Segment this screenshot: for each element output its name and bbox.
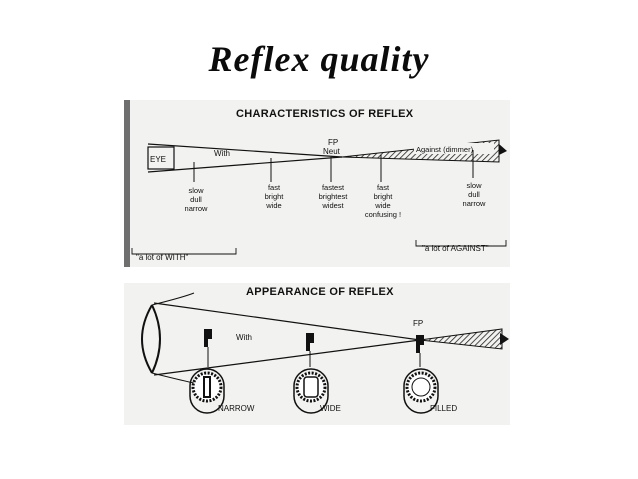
reflex-marker-2 — [306, 333, 314, 351]
pupil-narrow — [189, 368, 225, 414]
pupil-label-narrow: NARROW — [218, 404, 255, 413]
stage-1-line-1: slow — [188, 186, 204, 195]
eye-label: EYE — [150, 155, 166, 164]
stage-5-line-3: narrow — [463, 199, 487, 208]
against-wedge — [419, 328, 503, 350]
characteristics-diagram: CHARACTERISTICS OF REFLEX EYE With FP Ne… — [131, 108, 507, 262]
characteristics-panel: CHARACTERISTICS OF REFLEX EYE With FP Ne… — [124, 100, 510, 267]
reflex-marker-1 — [204, 329, 212, 347]
with-label: With — [236, 333, 252, 342]
appearance-panel: APPEARANCE OF REFLEX With FP — [124, 283, 510, 425]
stage-2-line-1: fast — [268, 183, 281, 192]
stage-3-line-2: brightest — [319, 192, 349, 201]
against-label: Against (dimmer) — [416, 145, 474, 154]
characteristics-heading: CHARACTERISTICS OF REFLEX — [236, 108, 414, 120]
note-a-lot-of-with: "a lot of WITH" — [136, 253, 189, 262]
pupil-filled — [403, 368, 439, 414]
against-label-bg — [414, 143, 494, 154]
lower-ray — [153, 339, 421, 376]
stage-3-line-3: widest — [321, 201, 344, 210]
stage-3-line-1: fastest — [322, 183, 345, 192]
neut-label: Neut — [323, 147, 341, 156]
stage-1-line-3: narrow — [185, 204, 209, 213]
stage-5-line-1: slow — [466, 181, 482, 190]
stage-2-line-3: wide — [265, 201, 281, 210]
stage-4-line-1: fast — [377, 183, 390, 192]
eye-outline — [141, 304, 153, 374]
fp-label: FP — [328, 138, 338, 147]
with-bracket — [131, 248, 237, 255]
stage-1-line-2: dull — [190, 195, 202, 204]
stage-2-line-2: bright — [265, 192, 285, 201]
lens-outline — [151, 304, 161, 374]
pupil-label-wide: WIDE — [320, 404, 341, 413]
appearance-heading: APPEARANCE OF REFLEX — [246, 286, 394, 298]
reflex-marker-3 — [416, 335, 424, 353]
eye-box — [147, 146, 175, 170]
stage-4-line-3: wide — [374, 201, 390, 210]
pupil-label-filled: FILLED — [430, 404, 457, 413]
stage-4-line-2: bright — [374, 192, 394, 201]
against-bracket — [415, 240, 507, 247]
slide-title: Reflex quality — [208, 39, 430, 79]
with-label: With — [214, 149, 230, 158]
upper-ray — [147, 143, 343, 158]
arrowhead — [499, 144, 507, 155]
stage-5-line-2: dull — [468, 190, 480, 199]
upper-ray — [153, 302, 421, 341]
arrowhead — [500, 333, 509, 345]
lower-ray — [147, 156, 343, 173]
fp-label: FP — [413, 319, 423, 328]
scan-edge — [124, 100, 130, 267]
stage-4-line-4: confusing ! — [365, 210, 401, 219]
note-a-lot-of-against: "a lot of AGAINST" — [422, 244, 489, 253]
appearance-diagram: APPEARANCE OF REFLEX With FP — [141, 286, 509, 414]
pupil-wide — [293, 368, 329, 414]
